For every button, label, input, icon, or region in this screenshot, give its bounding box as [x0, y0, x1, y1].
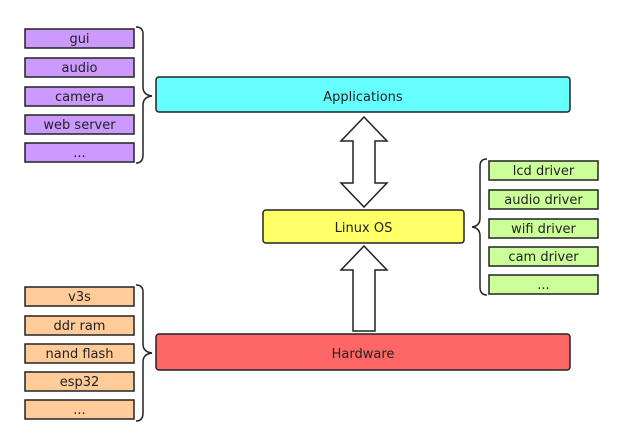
linux-os-box — [262, 209, 465, 244]
hardware-item-box — [24, 371, 135, 392]
hardware-item-box — [24, 286, 135, 307]
driver-items-group: lcd driver audio driver wifi driver cam … — [488, 160, 599, 295]
hardware-items-group: v3s ddr ram nand flash esp32 ... — [24, 286, 135, 420]
up-arrow-icon — [339, 244, 389, 332]
app-item-label: gui — [69, 32, 89, 47]
applications-label: Applications — [323, 90, 403, 105]
hardware-item-label: ddr ram — [54, 319, 106, 334]
driver-item-box — [488, 160, 599, 181]
driver-item-box — [488, 274, 599, 295]
hardware-item-label: esp32 — [60, 375, 100, 390]
linux-os-label: Linux OS — [335, 221, 393, 236]
app-item-box — [24, 86, 135, 107]
driver-item-label: lcd driver — [513, 164, 575, 179]
driver-item-box — [488, 218, 599, 239]
hardware-label: Hardware — [332, 347, 395, 362]
driver-item-label: wifi driver — [511, 222, 576, 237]
driver-item-box — [488, 246, 599, 267]
hardware-item-label: nand flash — [46, 347, 114, 362]
driver-item-label: audio driver — [504, 193, 583, 208]
app-items-group: gui audio camera web server ... — [24, 28, 135, 163]
app-item-label: camera — [55, 90, 104, 105]
hardware-items-brace — [135, 284, 153, 422]
app-item-label: audio — [61, 61, 97, 76]
app-item-box — [24, 142, 135, 163]
app-item-label: ... — [73, 146, 85, 161]
hardware-item-box — [24, 315, 135, 336]
driver-item-label: ... — [537, 278, 549, 293]
hardware-item-box — [24, 343, 135, 364]
app-item-box — [24, 28, 135, 49]
hardware-item-label: v3s — [68, 290, 91, 305]
app-item-box — [24, 114, 135, 135]
driver-items-brace — [471, 158, 488, 296]
driver-item-box — [488, 189, 599, 210]
hardware-item-label: ... — [73, 403, 85, 418]
app-item-box — [24, 57, 135, 78]
applications-box — [155, 76, 571, 113]
app-items-brace — [135, 26, 153, 164]
double-arrow-icon — [339, 115, 389, 209]
app-item-label: web server — [43, 118, 116, 133]
driver-item-label: cam driver — [508, 250, 579, 265]
hardware-box — [155, 333, 571, 371]
hardware-item-box — [24, 399, 135, 420]
